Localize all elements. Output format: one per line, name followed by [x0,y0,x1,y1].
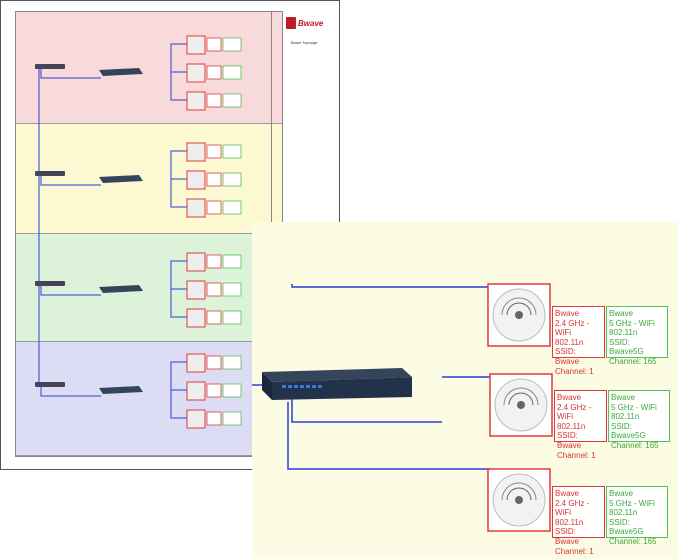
zoom-diagram [252,283,553,532]
link-ap3 [287,402,491,477]
switch-ap-link [170,388,187,391]
mini-radio24-label [206,200,222,215]
switch-ap-link [170,177,187,180]
mini-radio5-label [222,65,242,80]
mini-access-point-icon [186,280,206,300]
mini-radio5-label [222,254,242,269]
access-point-icon-2 [489,373,553,437]
mini-access-point-icon [186,308,206,328]
switch-icon [99,285,143,293]
router-switch-link [40,384,101,397]
router-icon [35,382,65,387]
router-switch-link [40,173,101,186]
switch-ap-link [170,287,187,290]
mini-access-point-icon [186,63,206,83]
mini-access-point-icon [186,170,206,190]
overview-network-rows [35,35,242,429]
switch-ap-link [170,361,187,388]
logo-mark-icon [286,17,296,29]
switch-ap-link [170,70,187,73]
switch-ap-link [170,388,187,419]
mini-radio24-label [206,172,222,187]
mini-radio24-label [206,37,222,52]
network-switch-icon [262,368,412,400]
mini-radio24-label [206,144,222,159]
router-icon [35,64,65,69]
mini-access-point-icon [186,91,206,111]
access-point-icon-3 [487,468,551,532]
switch-icon [99,68,143,76]
diagram-frame [15,11,283,457]
switch-icon [99,175,143,183]
mini-access-point-icon [186,252,206,272]
mini-radio24-label [206,282,222,297]
mini-radio24-label [206,355,222,370]
switch-ap-link [170,260,187,287]
switch-ap-link [170,150,187,177]
mini-access-point-icon [186,35,206,55]
switch-ap-link [170,43,187,70]
mini-access-point-icon [186,198,206,218]
mini-radio24-label [206,310,222,325]
logo-text: Bwave [298,18,324,28]
mini-access-point-icon [186,381,206,401]
router-icon [35,171,65,176]
router-icon [35,281,65,286]
mini-access-point-icon [186,353,206,373]
mini-radio24-label [206,411,222,426]
switch-icon [99,386,143,394]
access-point-icon-1 [487,283,551,347]
mini-radio5-label [222,200,242,215]
brand-logo: Bwave [286,17,323,29]
mini-radio24-label [206,254,222,269]
mini-access-point-icon [186,409,206,429]
mini-access-point-icon [186,142,206,162]
mini-radio5-label [222,172,242,187]
mini-radio24-label [206,383,222,398]
mini-radio24-label [206,65,222,80]
link-ap1 [291,284,491,292]
sheet-subtitle: Bwave Topologie [291,41,318,45]
mini-radio5-label [222,310,242,325]
router-switch-link [40,283,101,296]
mini-radio5-label [222,144,242,159]
switch-ap-link [170,287,187,318]
switch-ap-link [170,177,187,208]
mini-radio5-label [222,355,242,370]
overview-diagram [35,35,242,429]
router-switch-link [40,66,101,79]
mini-radio5-label [222,37,242,52]
mini-radio5-label [222,383,242,398]
mini-radio5-label [222,282,242,297]
mini-radio5-label [222,93,242,108]
mini-radio5-label [222,411,242,426]
switch-ap-link [170,70,187,101]
mini-radio24-label [206,93,222,108]
